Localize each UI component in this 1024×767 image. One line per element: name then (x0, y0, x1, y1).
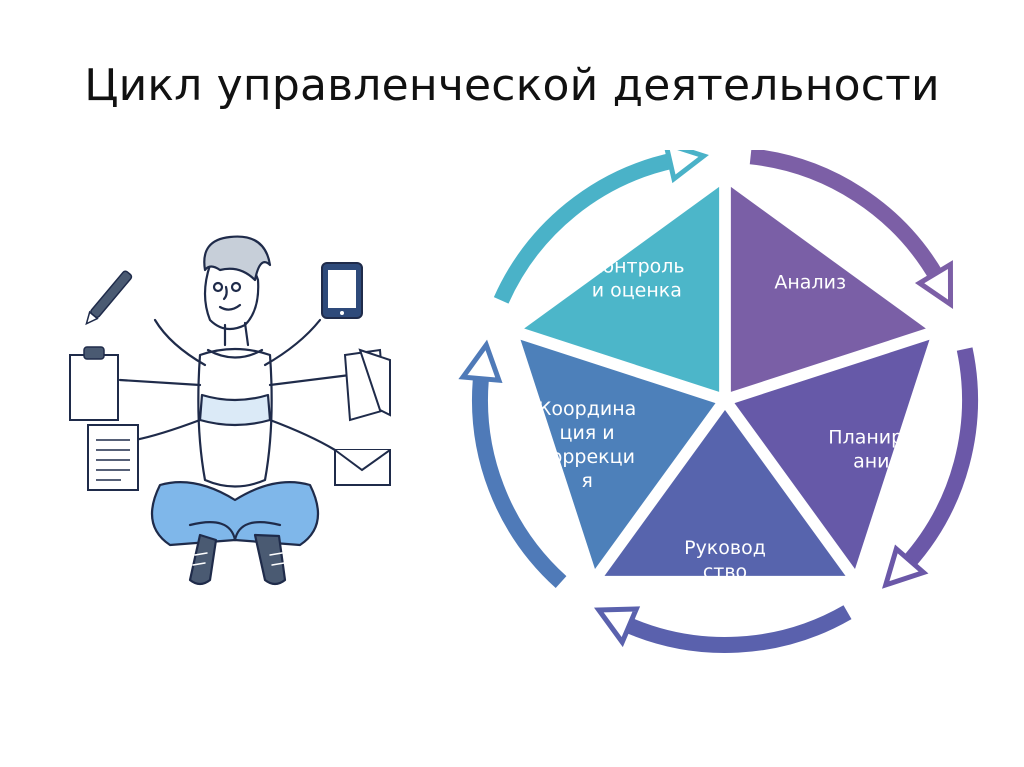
right-shoe (253, 533, 287, 586)
multitasking-man-illustration (69, 235, 391, 586)
notes-icon (343, 348, 391, 422)
cycle-arrow-control (493, 152, 676, 304)
envelope-icon (334, 449, 391, 486)
cycle-arrow-coordination (472, 373, 567, 589)
left-shoe (188, 533, 218, 586)
cycle-arrowhead-coordination (458, 339, 503, 384)
segment-label-analysis: Анализ (774, 272, 846, 294)
segment-coordination (520, 339, 716, 569)
cycle-arrowhead-analysis (914, 260, 954, 310)
segment-analysis (730, 186, 926, 392)
segment-leadership (604, 410, 846, 576)
cycle-arrow-analysis (749, 150, 945, 282)
slide-title: Цикл управленческой деятельности (84, 60, 940, 111)
tablet-icon (321, 262, 363, 319)
pen-icon (85, 270, 133, 326)
hair (203, 235, 272, 282)
segment-planning (734, 339, 930, 569)
clipboard-icon (69, 346, 119, 421)
cycle-arrowhead-control (664, 150, 709, 184)
jeans (150, 481, 320, 547)
cycle-arrowhead-planning (881, 544, 929, 589)
cycle-arrowhead-leadership (593, 606, 641, 648)
cycle-arrow-leadership (622, 605, 852, 653)
segment-control (524, 186, 720, 392)
cycle-arrow-planning (901, 347, 978, 570)
document-icon (87, 424, 139, 491)
